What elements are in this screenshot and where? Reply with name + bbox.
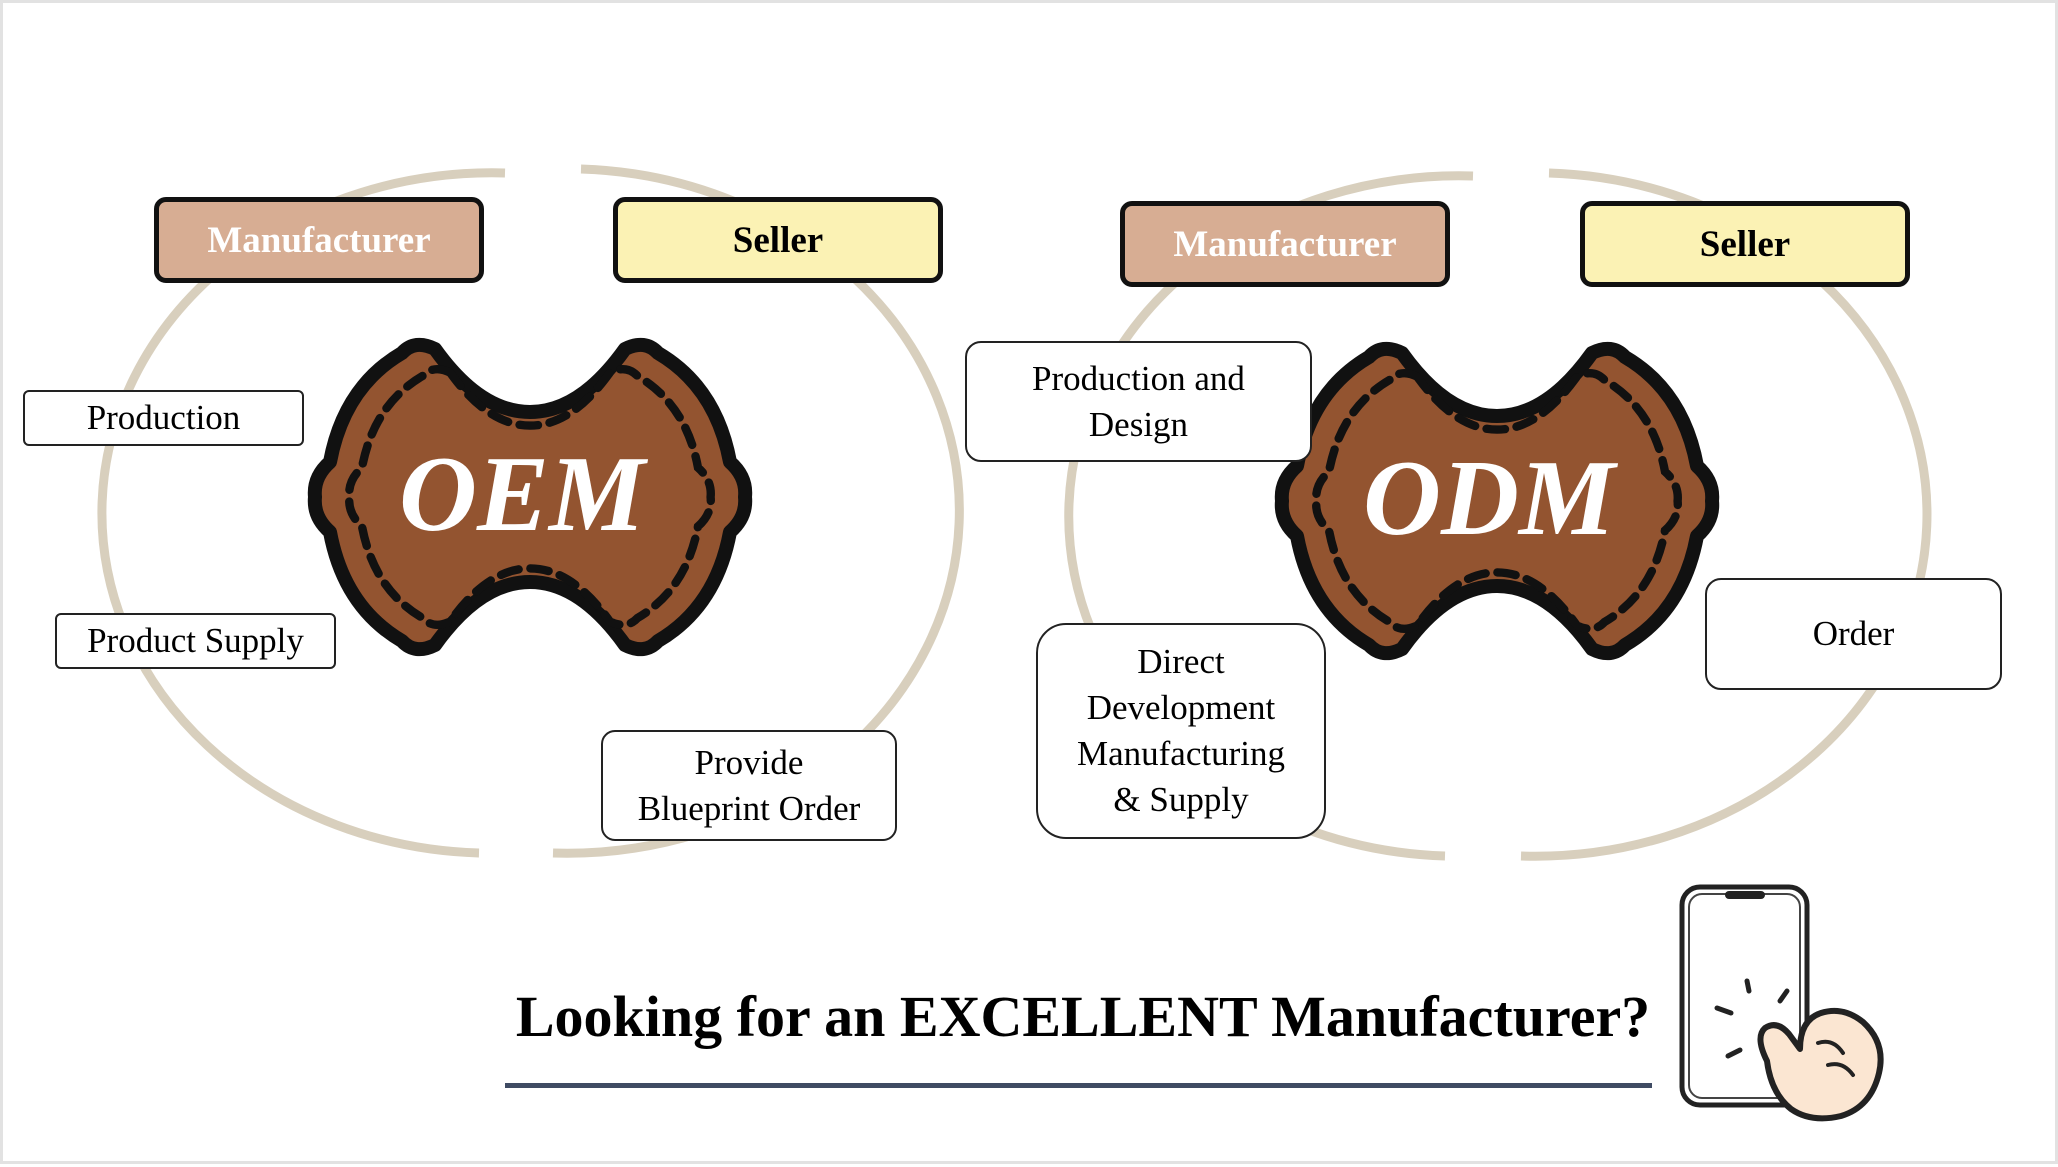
odm-step-production-design-label: Production and Design	[1032, 358, 1245, 444]
odm-gear-icon: ODM	[1282, 349, 1712, 653]
oem-step-blueprint-order: Provide Blueprint Order	[601, 730, 897, 841]
odm-step-order: Order	[1705, 578, 2002, 690]
oem-manufacturer-label: Manufacturer	[207, 219, 431, 261]
oem-step-product-supply: Product Supply	[55, 613, 336, 669]
odm-step-order-label: Order	[1812, 614, 1895, 653]
odm-seller-label: Seller	[1699, 223, 1791, 265]
oem-manufacturer-box: Manufacturer	[154, 197, 484, 283]
oem-seller-label: Seller	[732, 219, 824, 261]
oem-step-blueprint-order-label: Provide Blueprint Order	[637, 742, 861, 828]
oem-gear-icon: OEM	[315, 345, 745, 649]
odm-gear-label: ODM	[1363, 439, 1619, 558]
oem-step-product-supply-label: Product Supply	[87, 621, 304, 660]
odm-step-production-design: Production and Design	[965, 341, 1312, 462]
oem-seller-box: Seller	[613, 197, 943, 283]
oem-gear-label: OEM	[399, 435, 649, 554]
cta-heading: Looking for an EXCELLENT Manufacturer?	[515, 984, 1651, 1049]
odm-step-direct-development: Direct Development Manufacturing & Suppl…	[1036, 623, 1326, 839]
cta-underline	[505, 1083, 1652, 1088]
tapping-hand-icon	[1714, 978, 1884, 1122]
odm-manufacturer-box: Manufacturer	[1120, 201, 1450, 287]
odm-seller-box: Seller	[1580, 201, 1910, 287]
oem-step-production: Production	[23, 390, 304, 446]
odm-step-direct-development-label: Direct Development Manufacturing & Suppl…	[1077, 642, 1285, 819]
odm-manufacturer-label: Manufacturer	[1173, 223, 1397, 265]
oem-step-production-label: Production	[86, 398, 241, 437]
